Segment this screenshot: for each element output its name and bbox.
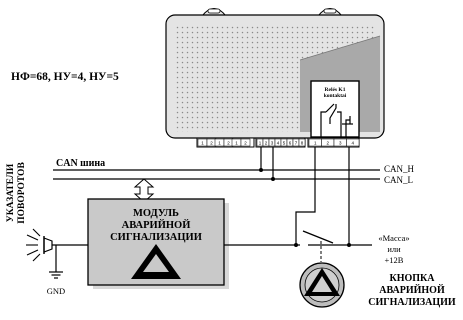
alarm-device: Relés K1 kontaktai — [165, 8, 385, 139]
relay-switch-icon — [320, 103, 353, 137]
warning-triangle-icon — [131, 244, 181, 279]
connector-pin-number: 3 — [339, 141, 342, 146]
connector-pin-number: 1 — [201, 141, 204, 146]
button-label-line1: КНОПКА — [389, 273, 435, 284]
relay-title: Relés K1 — [325, 87, 346, 93]
can-l-label: CAN_L — [384, 175, 413, 185]
can-h-label: CAN_H — [384, 164, 415, 174]
connector-pin-number: 4 — [277, 141, 280, 146]
connector-pin-cell — [298, 138, 306, 147]
module-title-line2: АВАРИЙНОЙ — [122, 219, 191, 231]
params-label: НФ=68, НУ=4, НУ=5 — [11, 71, 119, 83]
hazard-triangle-icon — [304, 268, 340, 296]
mass-label-line1: «Масса» — [378, 233, 409, 243]
connector-pin-number: 6 — [289, 141, 292, 146]
module-title-line1: МОДУЛЬ — [133, 208, 179, 219]
connector-pin-number: 2 — [244, 141, 247, 146]
connector-pin-number: 7 — [295, 141, 298, 146]
connector-pin-number: 2 — [210, 141, 213, 146]
connector-pin-number: 1 — [314, 141, 317, 146]
mass-label-line3: +12В — [385, 255, 404, 265]
turn-signals-label: УКАЗАТЕЛИ ПОВОРОТОВ — [6, 162, 27, 224]
lamp-icon — [43, 237, 53, 253]
connector-pin-number: 5 — [283, 141, 286, 146]
ground-icon — [49, 271, 63, 279]
hazard-button — [299, 262, 345, 308]
connector-pin-number: 2 — [265, 141, 268, 146]
module-title-line3: СИГНАЛИЗАЦИИ — [110, 232, 202, 243]
connector-pin-number: 4 — [351, 141, 354, 146]
connector-pin-number: 1 — [235, 141, 238, 146]
connector-e: 1 2 3 4 — [308, 138, 360, 147]
connector-pin-number: 1 — [259, 141, 262, 146]
connector-pin-number: 2 — [227, 141, 230, 146]
ground-label: GND — [47, 286, 65, 296]
svg-text:ПОВОРОТОВ: ПОВОРОТОВ — [17, 162, 27, 224]
button-wiring: «Масса» или +12В — [224, 147, 410, 265]
connector-pin-number: 1 — [218, 141, 221, 146]
connector-pin-number: 8 — [301, 141, 304, 146]
button-label-line2: АВАРИЙНОЙ — [379, 284, 445, 296]
can-bus: CAN шина CAN_H CAN_L — [53, 147, 415, 203]
turn-signal-lamp: GND — [26, 228, 88, 296]
button-label-line3: СИГНАЛИЗАЦИИ — [368, 297, 456, 308]
relay-subtitle: kontaktai — [324, 93, 347, 99]
svg-text:УКАЗАТЕЛИ: УКАЗАТЕЛИ — [6, 163, 16, 222]
can-bus-label: CAN шина — [56, 158, 105, 169]
connector-pin-number: 3 — [271, 141, 274, 146]
connector-pin-cell — [240, 138, 251, 147]
alarm-module: МОДУЛЬ АВАРИЙНОЙ СИГНАЛИЗАЦИИ — [87, 198, 229, 289]
mass-label-line2: или — [387, 244, 401, 254]
connector-pin-cell — [346, 138, 360, 147]
connector-pin-number: 2 — [326, 141, 329, 146]
